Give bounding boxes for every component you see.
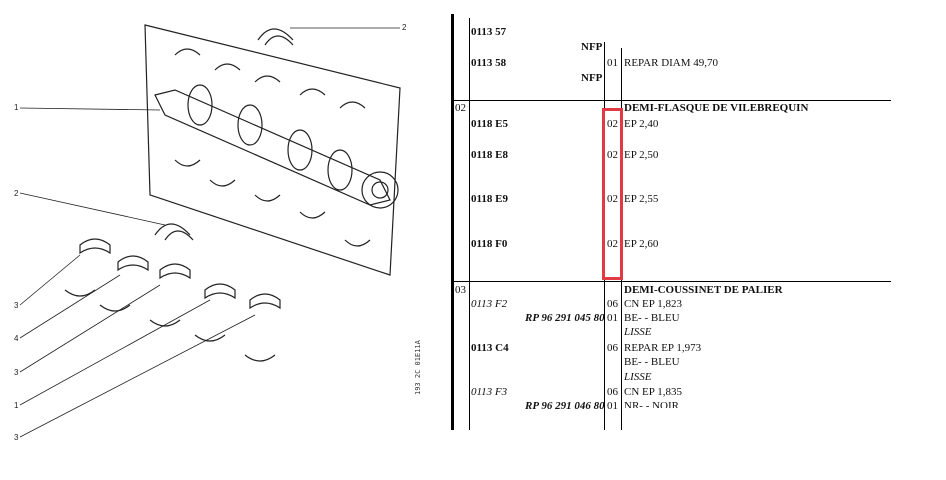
description: REPAR EP 1,973 [624, 342, 702, 354]
description: EP 2,60 [624, 238, 659, 250]
section-title: DEMI-FLASQUE DE VILEBREQUIN [624, 102, 809, 114]
crankshaft-exploded-diagram: 2 1 2 3 4 3 1 3 [14, 23, 407, 442]
part-ref: 0113 F3 [471, 386, 508, 398]
callout-2: 2 [402, 23, 407, 32]
section-number: 03 [455, 284, 466, 296]
callout-1: 1 [14, 103, 19, 112]
part-ref: 0118 F0 [471, 238, 508, 250]
description: EP 2,55 [624, 193, 659, 205]
callout-2b: 2 [14, 189, 19, 198]
nfp-label: NFP [581, 72, 603, 84]
leader-lines [19, 27, 400, 438]
callout-3b: 3 [14, 368, 19, 377]
section-title: DEMI-COUSSINET DE PALIER [624, 284, 783, 296]
description: NR- - NOIR [624, 400, 679, 408]
section-number: 02 [455, 102, 466, 114]
bearing-shells [64, 28, 371, 362]
engine-block-plate [144, 24, 401, 276]
description: CN EP 1,823 [624, 298, 682, 310]
part-ref: 0118 E9 [471, 193, 508, 205]
crankshaft [154, 84, 399, 209]
description: CN EP 1,835 [624, 386, 682, 398]
qty: 06 [607, 298, 618, 310]
qty: 01 [607, 57, 618, 69]
description: EP 2,40 [624, 118, 659, 130]
part-ref: 0118 E8 [471, 149, 508, 161]
callout-3: 3 [14, 301, 19, 310]
description: BE- - BLEU [624, 356, 680, 368]
qty: 02 [607, 238, 618, 250]
description: LISSE [624, 371, 652, 383]
description: EP 2,50 [624, 149, 659, 161]
callout-4: 4 [14, 334, 19, 343]
qty: 06 [607, 342, 618, 354]
column-divider [469, 18, 470, 430]
qty: 06 [607, 386, 618, 398]
part-ref: 0113 58 [471, 57, 507, 69]
qty: 01 [607, 400, 618, 412]
row-divider [451, 281, 891, 282]
rp-ref: RP 96 291 046 80 [525, 400, 605, 412]
qty: 02 [607, 149, 618, 161]
rp-ref: RP 96 291 045 80 [525, 312, 605, 324]
quantity-highlight-box [602, 108, 623, 280]
part-ref: 0113 57 [471, 26, 507, 38]
callout-3c: 3 [14, 433, 19, 442]
part-ref: 0118 E5 [471, 118, 508, 130]
table-left-border [451, 14, 454, 430]
diagram-reference: 193 2C 01E11A [414, 340, 422, 395]
description: BE- - BLEU [624, 312, 680, 324]
qty: 02 [607, 193, 618, 205]
callout-1b: 1 [14, 401, 19, 410]
part-ref: 0113 C4 [471, 342, 509, 354]
description: REPAR DIAM 49,70 [624, 57, 719, 69]
nfp-label: NFP [581, 41, 603, 53]
part-ref: 0113 F2 [471, 298, 508, 310]
qty: 02 [607, 118, 618, 130]
qty: 01 [607, 312, 618, 324]
row-divider [451, 100, 891, 101]
description: LISSE [624, 326, 652, 338]
